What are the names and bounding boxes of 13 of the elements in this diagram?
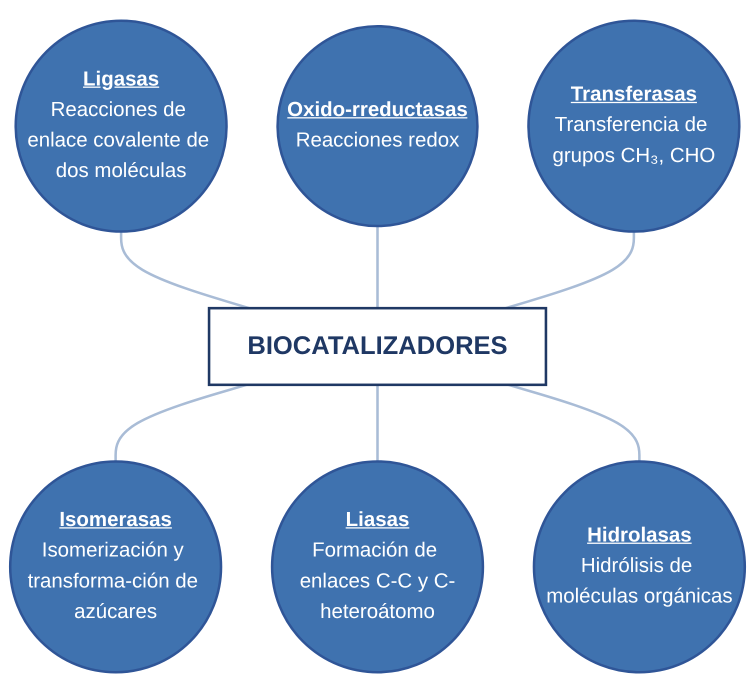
node-circle: Transferasas Transferencia de grupos CH₃, CHO <box>527 19 741 233</box>
node-circle: Isomerasas Isomerización y transforma-ción de azúcares <box>8 460 222 674</box>
connector <box>376 384 379 462</box>
connector <box>114 384 247 462</box>
node-circle: Ligasas Reacciones de enlace covalente de dos moléculas <box>14 19 228 233</box>
connector <box>508 384 641 462</box>
node-circle: Hidrolasas Hidrólisis de moléculas orgánicas <box>532 460 746 674</box>
connector <box>376 226 379 308</box>
connector <box>120 232 250 310</box>
node-circle: Oxido-rreductasas Reacciones redox <box>276 24 479 228</box>
connector <box>505 232 636 310</box>
node-box: BIOCATALIZADORES <box>208 306 548 386</box>
node-circle: Liasas Formación de enlaces C-C y C-heteroátomo <box>270 460 484 674</box>
